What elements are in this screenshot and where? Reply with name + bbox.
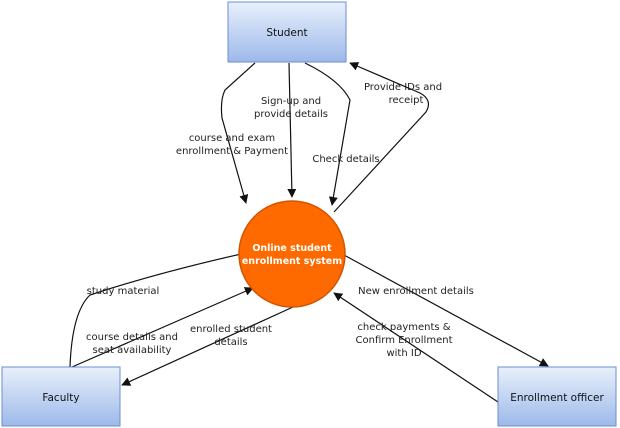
edge-check-payments	[333, 292, 499, 403]
process-online-enrollment: Online student enrollment system	[238, 200, 346, 308]
label-check-payments-3: with ID	[386, 348, 421, 359]
label-check-details: Check details	[312, 154, 379, 165]
label-signup-1: Sign-up and	[261, 96, 321, 107]
edge-enrolled-student	[121, 306, 294, 386]
edge-course-exam-enrollment	[220, 62, 256, 204]
label-enrolled-2: details	[214, 337, 247, 348]
edge-study-material	[69, 249, 251, 368]
label-course-details-2: seat availability	[93, 345, 172, 356]
edge-provide-ids	[333, 62, 430, 213]
edge-check-details	[304, 62, 351, 206]
entity-faculty: Faculty	[1, 366, 121, 427]
label-provide-ids-1: Provide IDs and	[364, 82, 442, 93]
process-label-line2: enrollment system	[242, 256, 342, 267]
entity-enrollment-officer: Enrollment officer	[497, 366, 617, 427]
edge-new-enrollment	[343, 254, 549, 367]
edge-signup	[287, 62, 297, 198]
label-check-payments-1: check payments &	[357, 322, 450, 333]
label-new-enrollment: New enrollment details	[358, 286, 474, 297]
label-signup-2: provide details	[254, 109, 328, 120]
label-enrolled-1: enrolled student	[190, 324, 272, 335]
entity-student-label: Student	[266, 27, 307, 39]
entity-student: Student	[227, 1, 347, 63]
label-course-exam-1: course and exam	[189, 133, 275, 144]
entity-faculty-label: Faculty	[42, 392, 79, 404]
label-study-material: study material	[87, 286, 160, 297]
process-label-line1: Online student	[252, 243, 332, 254]
label-check-payments-2: Confirm Enrollment	[356, 335, 453, 346]
label-course-exam-2: enrollment & Payment	[176, 146, 288, 157]
label-provide-ids-2: receipt	[389, 95, 424, 106]
label-course-details-1: course details and	[86, 332, 178, 343]
edge-course-details	[71, 287, 254, 368]
entity-enrollment-officer-label: Enrollment officer	[510, 392, 604, 404]
